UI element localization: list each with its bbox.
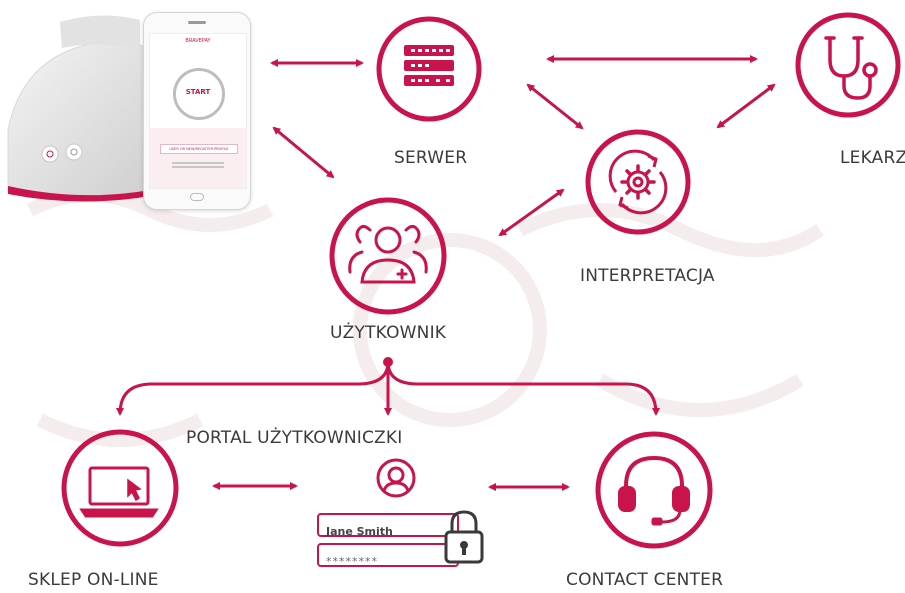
phone-profile-button[interactable]: USER OR NEW/REGISTER PROFILE [160,144,238,154]
phone-home-button[interactable] [190,193,204,201]
phone-start-ring[interactable] [173,68,225,120]
doctor-node [795,12,901,118]
laptop-icon [79,466,159,518]
server-icon [404,45,454,86]
shop-label: SKLEP ON-LINE [28,570,159,590]
contact-label: CONTACT CENTER [566,570,724,590]
users-icon [348,224,428,284]
device-illustration [7,15,151,202]
phone-start-label: START [185,88,211,96]
user-label: UŻYTKOWNIK [330,323,447,343]
branch-to-contact [386,361,660,416]
user-login-icon [376,458,416,498]
branch-node [383,357,393,367]
arrow-interpretacja-lekarz [716,83,776,129]
interpretation-node [585,129,691,235]
contact-node [595,431,713,549]
arrow-uzytkownik-interpretacja [498,188,565,237]
login-name-value: Jane Smith [326,525,393,538]
branch-to-sklep [116,361,390,416]
login-name-field [317,513,459,537]
phone: BRAVEPAY START USER OR NEW/REGISTER PROF… [143,12,251,210]
server-label: SERWER [394,148,468,168]
portal-label: PORTAL UŻYTKOWNICZKI [186,428,403,448]
phone-app-header: BRAVEPAY [185,38,211,44]
server-node [376,16,482,122]
phone-speaker [188,21,206,24]
doctor-label: LEKARZ [840,148,905,168]
phone-small-text [172,162,224,164]
headset-icon [618,455,690,526]
login-password-value: ******** [326,555,378,568]
gear-refresh-icon [608,149,668,215]
portal-illustration [317,458,484,567]
arrow-device-uzytkownik [272,126,335,179]
phone-screen-tint [150,128,246,188]
arrow-serwer-interpretacja [526,83,584,130]
padlock-icon [444,510,484,564]
stethoscope-icon [824,36,878,100]
phone-screen: BRAVEPAY START USER OR NEW/REGISTER PROF… [149,33,247,189]
user-node [329,197,447,315]
interpretation-label: INTERPRETACJA [580,266,715,286]
shop-node [61,429,179,547]
